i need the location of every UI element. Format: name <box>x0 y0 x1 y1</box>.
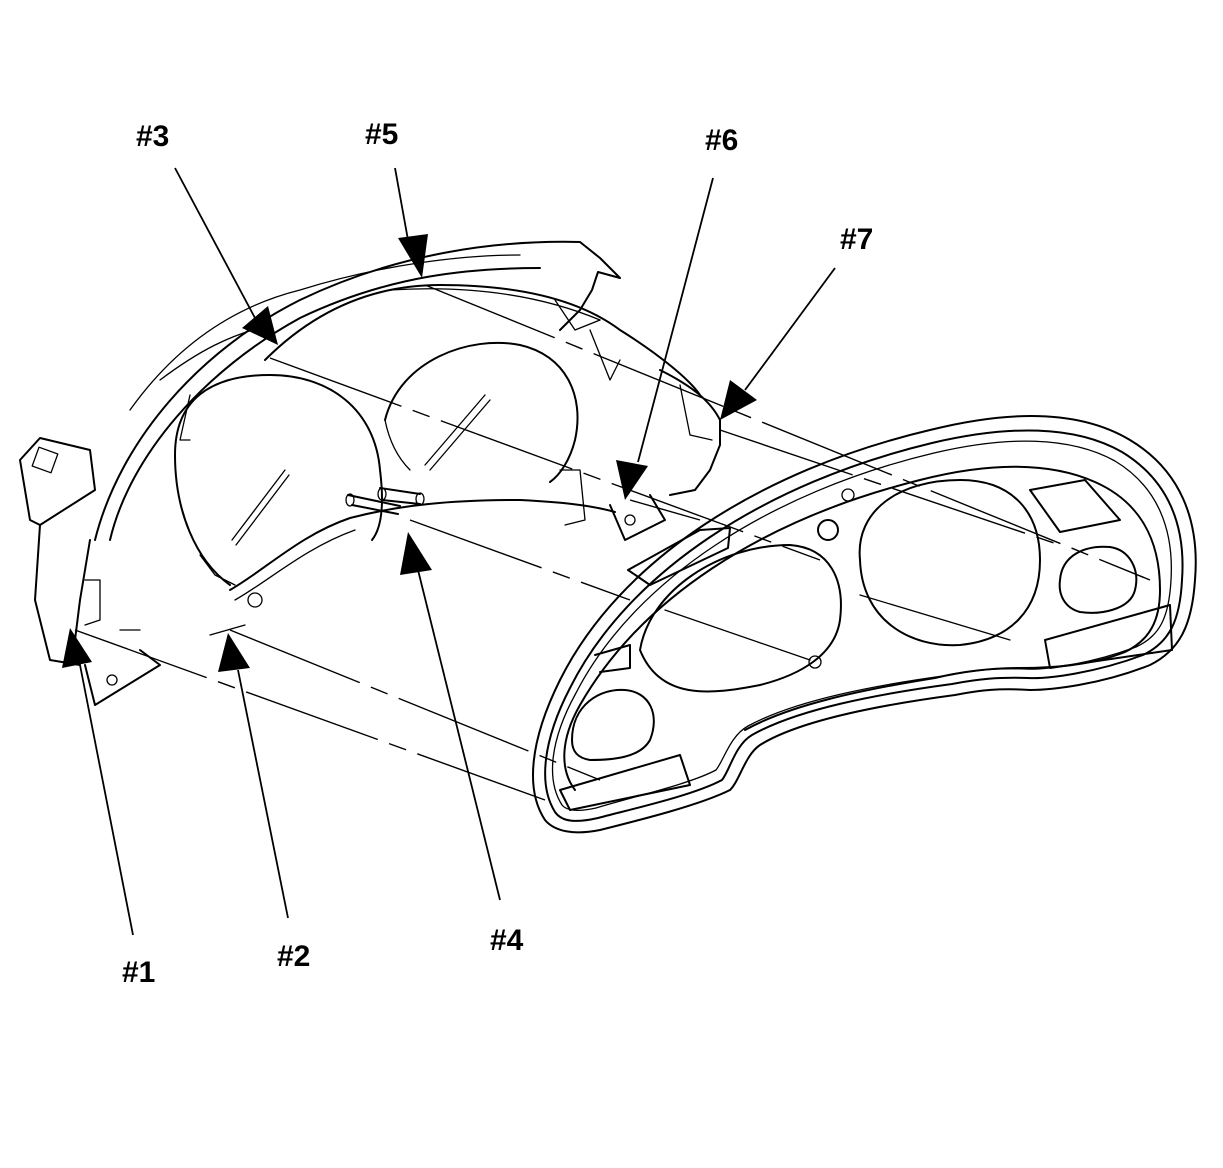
arrow-3 <box>242 306 278 345</box>
arrow-4 <box>400 532 432 575</box>
callout-labels: #1 #2 #3 #4 #5 #6 #7 <box>122 118 873 989</box>
callout-label-4: #4 <box>490 924 524 957</box>
leader-5 <box>394 167 409 241</box>
arrow-5 <box>398 234 428 278</box>
leader-6 <box>637 177 714 463</box>
callout-leaders <box>62 167 836 936</box>
alignment-lines <box>74 284 1151 801</box>
arrow-1 <box>62 628 92 668</box>
leader-4 <box>417 569 501 901</box>
callout-label-3: #3 <box>136 120 169 153</box>
leader-3 <box>174 167 256 319</box>
arrow-6 <box>616 460 648 500</box>
cluster-rear-housing <box>19 240 721 706</box>
callout-label-7: #7 <box>840 223 873 256</box>
callout-label-1: #1 <box>122 956 155 989</box>
arrow-2 <box>218 633 250 672</box>
callout-label-6: #6 <box>705 124 738 157</box>
leader-7 <box>744 267 836 391</box>
callout-label-2: #2 <box>277 940 310 973</box>
leader-2 <box>237 669 289 919</box>
cluster-front-lens <box>532 415 1197 834</box>
leader-1 <box>79 664 134 936</box>
arrow-7 <box>720 380 757 420</box>
callout-label-5: #5 <box>365 118 398 151</box>
